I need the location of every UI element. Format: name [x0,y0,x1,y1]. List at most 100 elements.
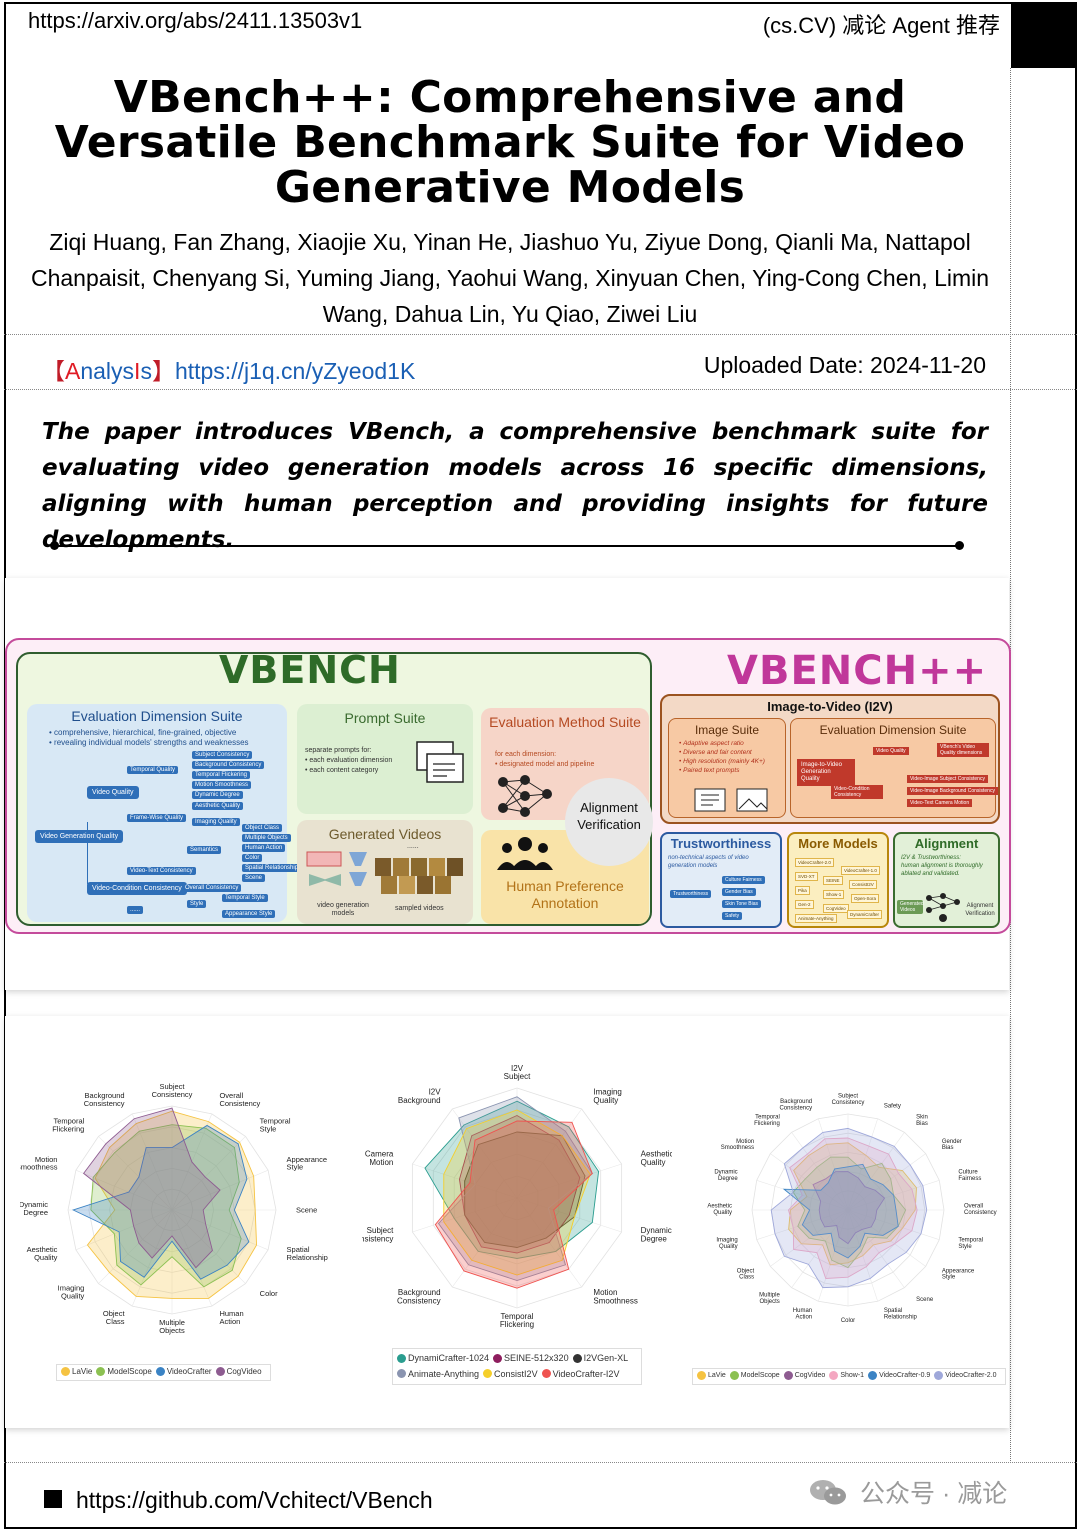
trust-gender: Gender Bias [722,888,756,896]
separator-bottom [4,1462,1077,1463]
model-chip: Open-Sora [851,894,880,903]
analysis-bracket-close: 】 [151,358,175,384]
radar-axis-label: Color [260,1289,278,1298]
eval-method-text: for each dimension: • designated model a… [495,751,595,768]
analysis-bracket-open: 【 [42,358,65,384]
legend-label: LaVie [708,1372,726,1379]
legend-item: LaVie [61,1367,92,1376]
legend-item: LaVie [697,1371,726,1380]
legend-swatch [783,1371,793,1380]
trust-root: Trustworthiness [670,890,712,898]
radar-axis-label: Safety [884,1103,901,1109]
document-icon [416,741,464,783]
radar-series-VideoCrafter-I2V [434,1120,593,1289]
align-network-icon [926,893,960,922]
github-link[interactable]: https://github.com/Vchitect/VBench [76,1487,433,1513]
trust-culture: Culture Fairness [722,876,765,884]
generation-pipeline-icon [306,851,463,894]
eval-bullet-2: revealing individual models' strengths a… [54,738,249,747]
radar-spoke [171,1209,246,1284]
radar-series-SEINE-512x320 [459,1114,581,1254]
model-chip: VideoCrafter-2.0 [795,858,834,867]
radar-series-ConsistI2V [443,1109,591,1276]
eval-dimension-suite: Evaluation Dimension Suite • comprehensi… [27,704,302,922]
prompt-suite-title: Prompt Suite [344,710,426,726]
eval-dimension-bullets: • comprehensive, hierarchical, fine-grai… [49,728,249,747]
legend-swatch [541,1369,551,1378]
paper-authors: Ziqi Huang, Fan Zhang, Xiaojie Xu, Yinan… [30,229,990,327]
legend-swatch [729,1371,739,1380]
radar-spoke [171,1209,213,1307]
i2v-root: Image-to-Video Generation Quality [797,759,855,786]
analysis-url[interactable]: https://j1q.cn/yZyeod1K [174,358,416,384]
generated-videos: Generated Videos . [297,820,473,924]
legend-item: Animate-Anything [397,1367,479,1381]
tree-overall-consistency: Overall Consistency [182,884,242,892]
leaf-motion-smoothness: Motion Smoothness [192,781,252,789]
radar-spoke [516,1108,582,1199]
tree-frame-quality: Frame-Wise Quality [127,814,187,822]
legend-swatch [572,1353,582,1363]
category-tag: (cs.CV) 减论 Agent 推荐 [762,13,1000,38]
legend-item: VideoCrafter [155,1367,212,1376]
generated-dots: ...... [407,843,419,850]
more-models-panel: More Models VideoCrafter-2.0 VideoCrafte… [787,832,889,928]
radar-series-VideoCrafter [71,1124,250,1280]
legend-label: SEINE-512x320 [504,1353,569,1363]
legend-swatch [483,1369,493,1378]
legend-item: VideoCrafter-2.0 [934,1371,997,1380]
legend-label: DynamiCrafter-1024 [408,1353,490,1363]
vbench-panel: Evaluation Dimension Suite • comprehensi… [16,652,653,926]
legend-swatch [155,1367,165,1376]
legend-swatch [397,1353,406,1363]
legend-item: I2VGen-XL [572,1351,628,1365]
radar-spoke [847,1209,905,1288]
legend-swatch [215,1367,225,1376]
trust-desc: non-technical aspects of video generatio… [668,855,749,869]
i2v-video-quality: Video Quality [873,747,909,755]
legend-item: ModelScope [96,1367,152,1376]
legend-item: VideoCrafter-0.9 [868,1371,930,1380]
eval-bullet-1: comprehensive, hierarchical, fine-graine… [54,728,237,737]
legend-item: VideoCrafter-I2V [541,1367,620,1381]
legend-label: CogVideo [794,1372,826,1379]
leaf-imaging-quality: Imaging Quality [192,818,240,826]
people-icon [497,837,553,870]
eval-method-title: Evaluation Method Suite [489,714,641,730]
separator-top [4,334,1077,335]
more-title: More Models [798,836,878,851]
i2v-panel: Image-to-Video (I2V) Image Suite • Adapt… [660,694,1000,824]
legend-label: VideoCrafter-I2V [552,1368,620,1379]
arxiv-url[interactable]: https://arxiv.org/abs/2411.13503v1 [28,8,363,33]
align-verification: Alignment Verification [965,903,995,917]
legend-swatch [61,1367,70,1376]
watermark-text: 公众号 · 减论 [860,1480,1008,1508]
i2v-eval-title: Evaluation Dimension Suite [819,723,967,737]
analysis-link[interactable]: 【AnalysIs】https://j1q.cn/yZyeod1K [42,352,415,386]
legend-swatch [868,1371,878,1380]
i2v-background-consistency: Video-Image Background Consistency [907,787,998,795]
paper-title: VBench++: Comprehensive and Versatile Be… [54,72,966,213]
model-chip: CogVideo [823,904,849,913]
legend-item: DynamiCrafter-1024 [397,1351,489,1365]
tree-more: ...... [127,906,144,914]
legend-label: VideoCrafter [166,1367,212,1376]
